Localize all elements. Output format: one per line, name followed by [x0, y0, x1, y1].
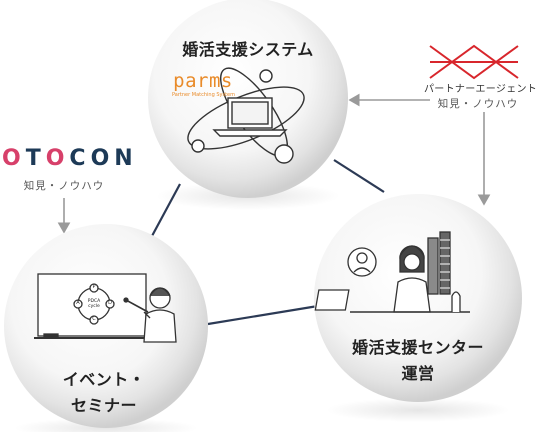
- cycle-label-c: C: [92, 316, 96, 322]
- otocon-logo-letter: O: [45, 146, 70, 171]
- partner-agent-logo-mark: [429, 44, 519, 80]
- laptop-orbit-illustration: [187, 67, 305, 164]
- otocon-logo-letter: T: [25, 146, 46, 171]
- parms-tagline: Partner Matching System: [172, 92, 235, 98]
- cycle-label-a: A: [76, 300, 80, 306]
- connector-top-right: [333, 159, 385, 193]
- parms-logo: parms: [173, 70, 233, 92]
- connector-left-right: [207, 304, 319, 326]
- center-title-line1: 婚活支援センター: [351, 338, 484, 357]
- events-title-line2: セミナー: [70, 396, 137, 415]
- otocon-logo-letter: O: [90, 146, 115, 171]
- whiteboard-presenter-illustration: [34, 273, 177, 343]
- cycle-label-d: D: [108, 300, 112, 306]
- otocon-logo-letter: N: [114, 146, 138, 171]
- operator-illustration: [314, 231, 470, 313]
- otocon-logo-text: OTOCON: [2, 146, 138, 171]
- sphere-shadow-right: [326, 398, 510, 422]
- partner-agent-caption: 知見・ノウハウ: [437, 98, 519, 110]
- partner-agent-logo-text: パートナーエージェント: [424, 84, 536, 95]
- otocon-logo: OTOCON: [2, 146, 133, 171]
- center-title-line2: 運営: [401, 364, 435, 383]
- otocon-logo-letter: O: [2, 146, 26, 171]
- whiteboard-cycle-text: PDCA cycle: [87, 299, 101, 309]
- system-title: 婚活支援システム: [182, 40, 314, 59]
- otocon-logo-letter: C: [69, 146, 91, 171]
- cycle-label-p: P: [92, 284, 96, 290]
- events-title-line1: イベント・: [62, 370, 146, 389]
- otocon-caption: 知見・ノウハウ: [23, 180, 105, 192]
